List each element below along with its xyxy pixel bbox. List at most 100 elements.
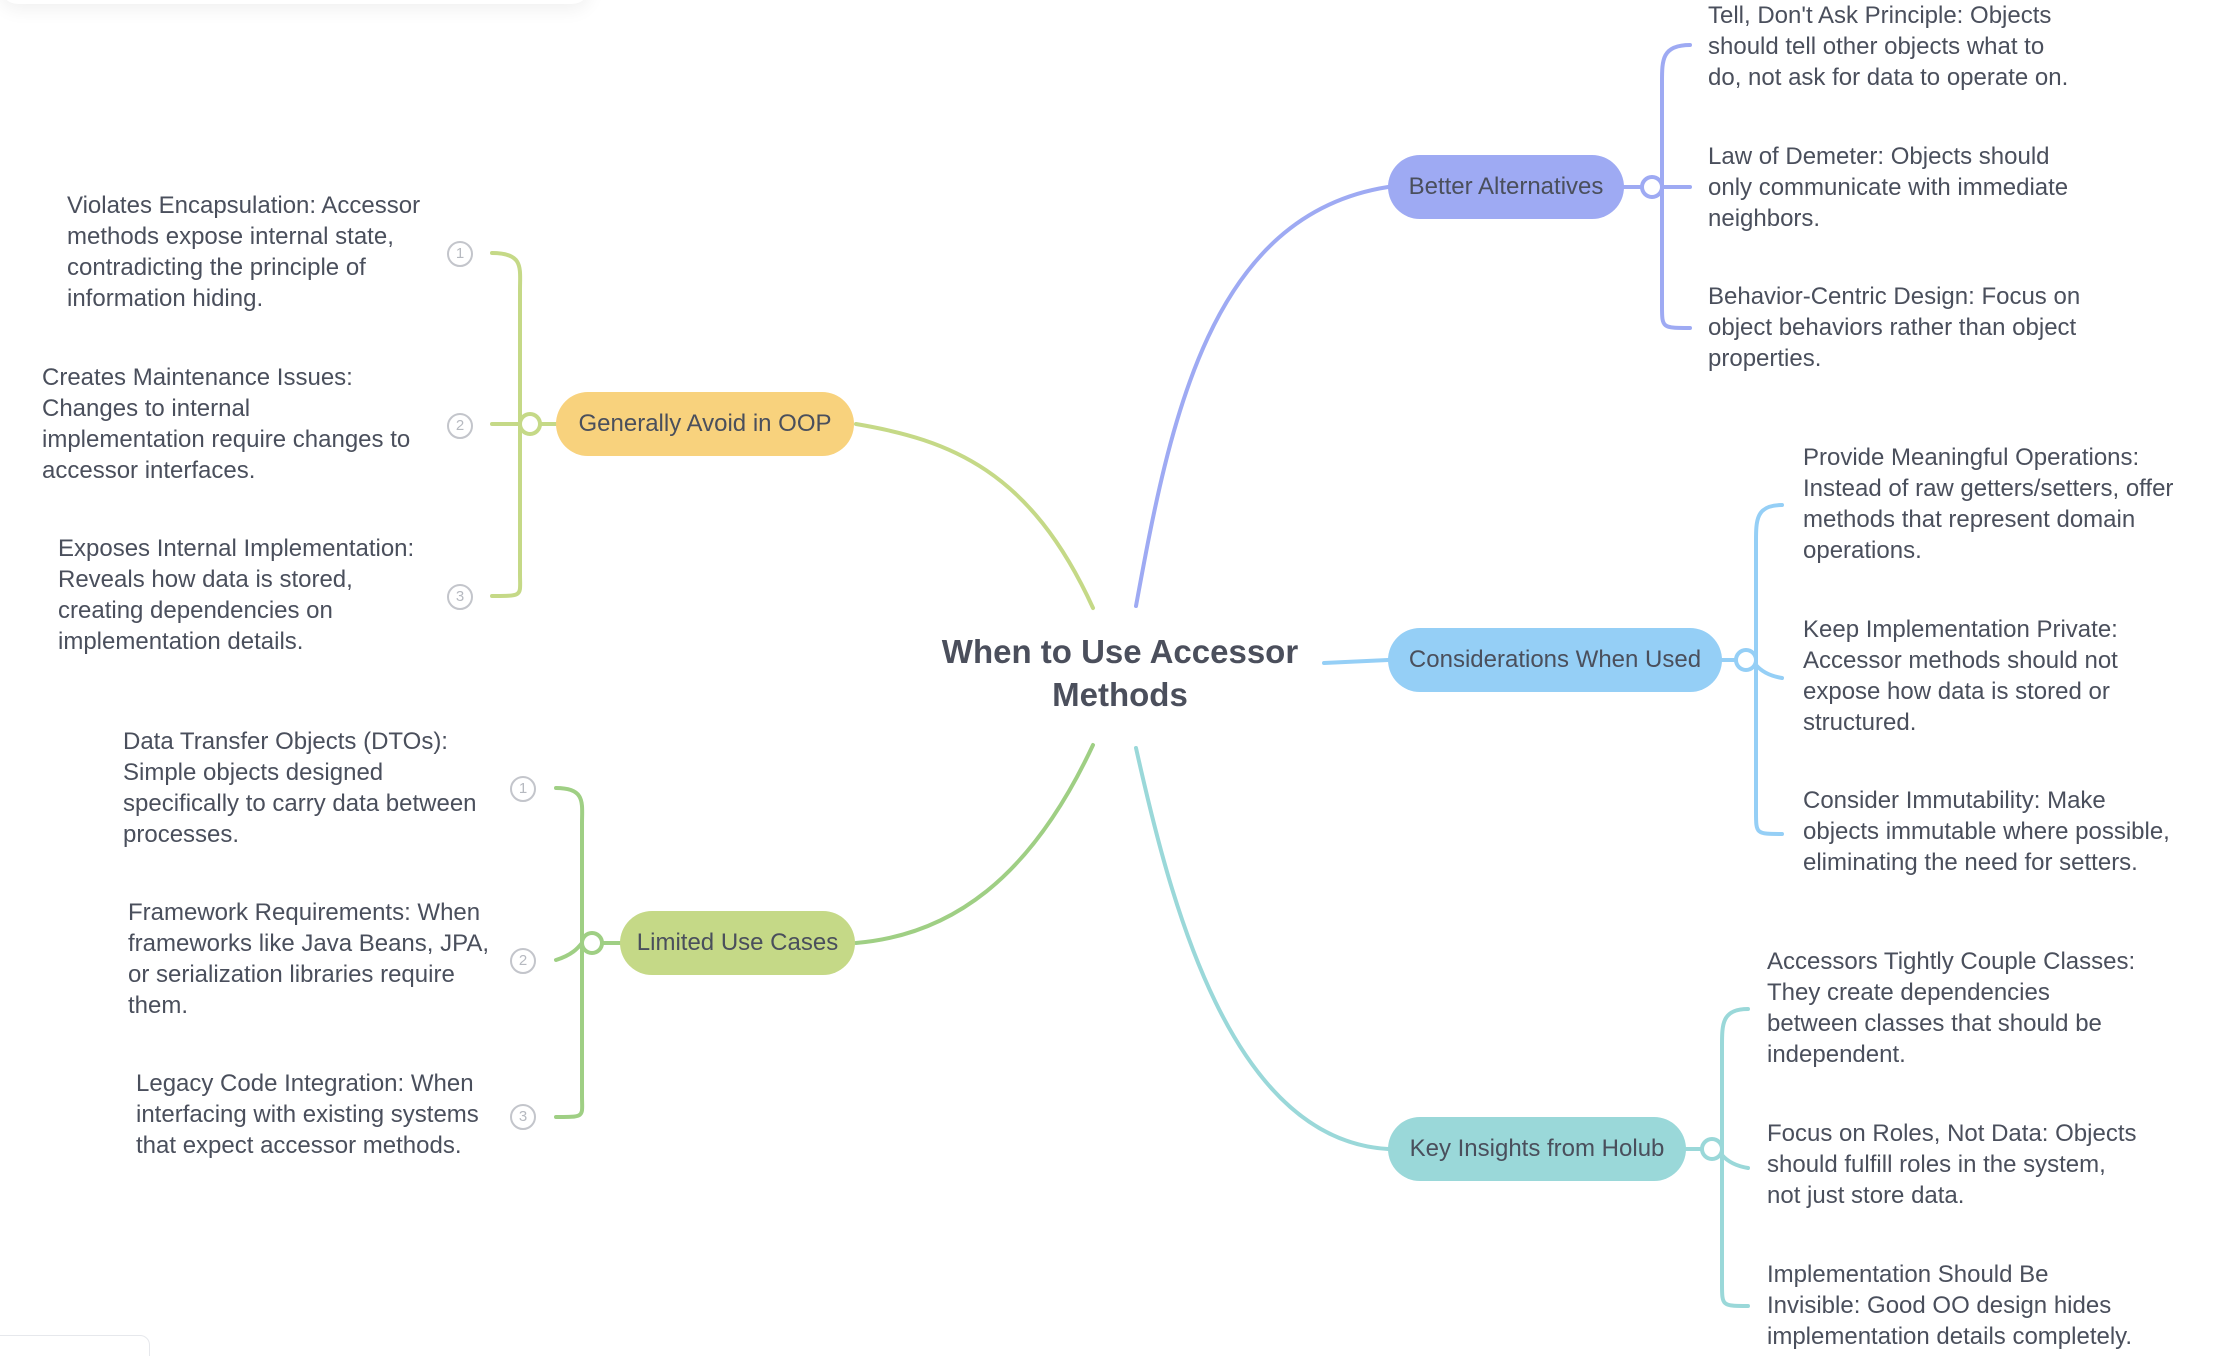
- leaf-line: do, not ask for data to operate on.: [1708, 64, 2069, 91]
- node-key-insights: [1700, 1137, 1724, 1161]
- leaf-line: Provide Meaningful Operations:: [1803, 444, 2140, 471]
- bracket-considerations: [1754, 503, 1784, 836]
- leaf-line: not just store data.: [1767, 1182, 1965, 1209]
- leaf-line: processes.: [123, 821, 240, 848]
- leaf-line: Behavior-Centric Design: Focus on: [1708, 283, 2081, 310]
- leaf-generally-avoid-1[interactable]: Violates Encapsulation: Accessor methods…: [67, 190, 447, 314]
- central-topic-line-1: When to Use Accessor: [941, 633, 1299, 670]
- leaf-better-alternatives-3[interactable]: Behavior-Centric Design: Focus on object…: [1708, 281, 2128, 374]
- leaf-line: Violates Encapsulation: Accessor: [67, 192, 421, 219]
- leaf-line: only communicate with immediate: [1708, 174, 2069, 201]
- node-considerations: [1734, 648, 1758, 672]
- leaf-key-insights-3[interactable]: Implementation Should Be Invisible: Good…: [1767, 1259, 2187, 1352]
- branch-limited-use-label: Limited Use Cases: [636, 929, 839, 956]
- leaf-line: expose how data is stored or: [1803, 678, 2110, 705]
- leaf-line: frameworks like Java Beans, JPA,: [128, 930, 490, 957]
- bracket-better-alternatives: [1660, 43, 1692, 330]
- leaf-considerations-2[interactable]: Keep Implementation Private: Accessor me…: [1803, 614, 2223, 738]
- leaf-line: between classes that should be: [1767, 1010, 2102, 1037]
- leaf-line: independent.: [1767, 1041, 1906, 1068]
- bottom-panel-edge: [0, 1335, 150, 1356]
- tick-limited-use-2: [554, 941, 584, 962]
- leaf-line: methods expose internal state,: [67, 223, 394, 250]
- leaf-line: Tell, Don't Ask Principle: Objects: [1708, 2, 2052, 29]
- branch-key-insights[interactable]: Key Insights from Holub: [1388, 1117, 1686, 1181]
- branch-better-alternatives[interactable]: Better Alternatives: [1388, 155, 1624, 219]
- leaf-line: Keep Implementation Private:: [1803, 616, 2118, 643]
- leaf-line: properties.: [1708, 345, 1822, 372]
- leaf-line: them.: [128, 992, 189, 1019]
- branch-considerations-label: Considerations When Used: [1408, 646, 1702, 673]
- leaf-limited-use-1[interactable]: Data Transfer Objects (DTOs): Simple obj…: [123, 726, 523, 850]
- leaf-line: that expect accessor methods.: [136, 1132, 462, 1159]
- branch-considerations[interactable]: Considerations When Used: [1388, 628, 1722, 692]
- leaf-line: Accessor methods should not: [1803, 647, 2118, 674]
- leaf-considerations-1[interactable]: Provide Meaningful Operations: Instead o…: [1803, 442, 2223, 566]
- number-marker-3: 3: [447, 584, 473, 610]
- leaf-line: Exposes Internal Implementation:: [58, 535, 415, 562]
- leaf-generally-avoid-3[interactable]: Exposes Internal Implementation: Reveals…: [58, 533, 448, 657]
- bracket-limited-use: [554, 786, 585, 1119]
- leaf-line: Creates Maintenance Issues:: [42, 364, 353, 391]
- leaf-line: Data Transfer Objects (DTOs):: [123, 728, 448, 755]
- number-marker-2: 2: [510, 948, 536, 974]
- leaf-better-alternatives-1[interactable]: Tell, Don't Ask Principle: Objects shoul…: [1708, 0, 2128, 93]
- link-root-key-insights: [1134, 746, 1390, 1151]
- central-topic[interactable]: When to Use Accessor Methods: [900, 630, 1340, 716]
- node-limited-use: [580, 931, 604, 955]
- leaf-key-insights-1[interactable]: Accessors Tightly Couple Classes: They c…: [1767, 946, 2187, 1070]
- leaf-line: should fulfill roles in the system,: [1767, 1151, 2106, 1178]
- leaf-line: information hiding.: [67, 285, 264, 312]
- tick-key-insights-2: [1720, 1153, 1750, 1170]
- branch-generally-avoid[interactable]: Generally Avoid in OOP: [556, 392, 854, 456]
- leaf-line: eliminating the need for setters.: [1803, 849, 2138, 876]
- branch-better-alternatives-label: Better Alternatives: [1408, 173, 1604, 200]
- leaf-line: should tell other objects what to: [1708, 33, 2045, 60]
- leaf-line: object behaviors rather than object: [1708, 314, 2077, 341]
- leaf-limited-use-3[interactable]: Legacy Code Integration: When interfacin…: [136, 1068, 536, 1161]
- leaf-line: contradicting the principle of: [67, 254, 366, 281]
- leaf-line: They create dependencies: [1767, 979, 2050, 1006]
- branch-generally-avoid-label: Generally Avoid in OOP: [578, 410, 832, 437]
- link-root-limited-use: [854, 743, 1095, 945]
- leaf-line: neighbors.: [1708, 205, 1821, 232]
- leaf-key-insights-2[interactable]: Focus on Roles, Not Data: Objects should…: [1767, 1118, 2187, 1211]
- leaf-line: Law of Demeter: Objects should: [1708, 143, 2050, 170]
- leaf-limited-use-2[interactable]: Framework Requirements: When frameworks …: [128, 897, 528, 1021]
- bracket-key-insights: [1720, 1007, 1750, 1308]
- number-marker-1: 1: [510, 776, 536, 802]
- central-topic-line-2: Methods: [1052, 676, 1188, 713]
- link-root-generally-avoid: [854, 422, 1095, 610]
- leaf-line: Focus on Roles, Not Data: Objects: [1767, 1120, 2137, 1147]
- leaf-line: Reveals how data is stored,: [58, 566, 353, 593]
- bracket-generally-avoid: [490, 251, 523, 598]
- number-marker-2: 2: [447, 413, 473, 439]
- leaf-generally-avoid-2[interactable]: Creates Maintenance Issues: Changes to i…: [42, 362, 442, 486]
- number-marker-3: 3: [510, 1104, 536, 1130]
- leaf-line: Simple objects designed: [123, 759, 384, 786]
- leaf-line: implementation details completely.: [1767, 1323, 2133, 1350]
- leaf-line: Implementation Should Be: [1767, 1261, 2049, 1288]
- link-root-considerations: [1322, 658, 1390, 665]
- leaf-line: implementation details.: [58, 628, 304, 655]
- leaf-line: Changes to internal: [42, 395, 251, 422]
- leaf-line: or serialization libraries require: [128, 961, 455, 988]
- leaf-considerations-3[interactable]: Consider Immutability: Make objects immu…: [1803, 785, 2223, 878]
- node-better-alternatives: [1640, 175, 1664, 199]
- leaf-line: accessor interfaces.: [42, 457, 256, 484]
- leaf-line: Legacy Code Integration: When: [136, 1070, 474, 1097]
- leaf-line: methods that represent domain: [1803, 506, 2136, 533]
- leaf-line: specifically to carry data between: [123, 790, 477, 817]
- leaf-line: Consider Immutability: Make: [1803, 787, 2106, 814]
- leaf-line: creating dependencies on: [58, 597, 333, 624]
- node-generally-avoid: [518, 412, 542, 436]
- leaf-line: operations.: [1803, 537, 1922, 564]
- leaf-line: Accessors Tightly Couple Classes:: [1767, 948, 2136, 975]
- branch-limited-use[interactable]: Limited Use Cases: [620, 911, 855, 975]
- leaf-line: interfacing with existing systems: [136, 1101, 479, 1128]
- link-root-better-alternatives: [1134, 185, 1390, 608]
- leaf-line: structured.: [1803, 709, 1917, 736]
- leaf-better-alternatives-2[interactable]: Law of Demeter: Objects should only comm…: [1708, 141, 2128, 234]
- leaf-line: Framework Requirements: When: [128, 899, 481, 926]
